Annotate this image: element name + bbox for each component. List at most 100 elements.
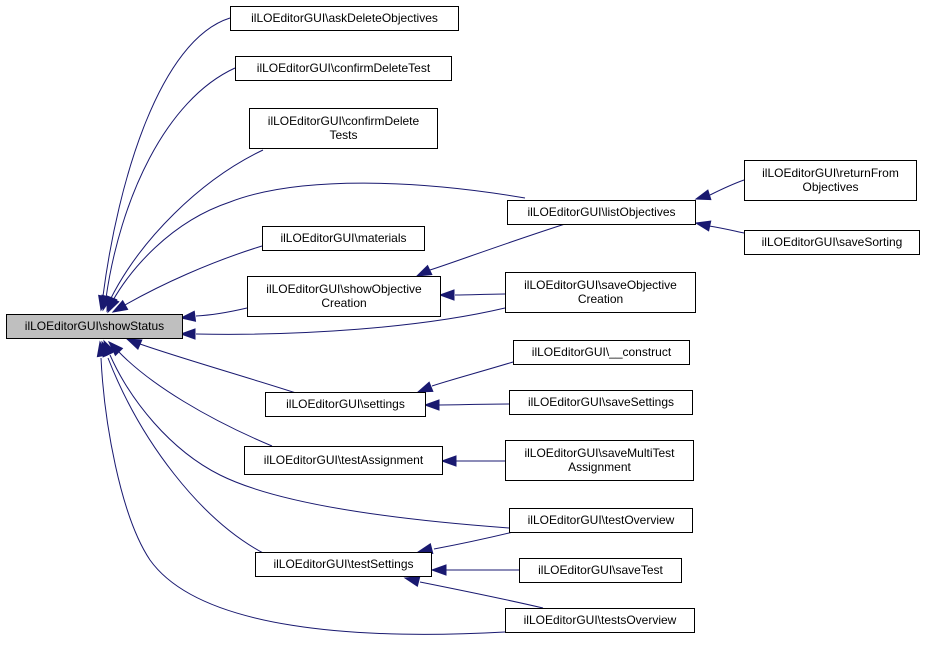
- node-box: [265, 392, 426, 417]
- node-box: [505, 440, 694, 481]
- node-label: ilLOEditorGUI\testOverview: [528, 513, 675, 527]
- node-box: [509, 508, 693, 533]
- edge-arrowhead-13: [438, 289, 455, 301]
- node-box: [235, 56, 452, 81]
- node-label: ilLOEditorGUI\saveMultiTest: [524, 446, 675, 460]
- node-box: [244, 446, 443, 475]
- edge-19: [419, 581, 544, 609]
- edge-9: [109, 354, 510, 529]
- edge-4: [124, 245, 263, 306]
- node-ask-delete-objectives[interactable]: ilLOEditorGUI\askDeleteObjectives: [230, 6, 459, 31]
- node-label: ilLOEditorGUI\listObjectives: [527, 205, 675, 219]
- edge-20: [709, 179, 745, 196]
- node-label: ilLOEditorGUI\saveSettings: [528, 395, 674, 409]
- node-confirm-delete-test[interactable]: ilLOEditorGUI\confirmDeleteTest: [235, 56, 452, 81]
- node-test-overview[interactable]: ilLOEditorGUI\testOverview: [509, 508, 693, 533]
- node-label: Creation: [578, 292, 623, 306]
- node-label: ilLOEditorGUI\settings: [286, 397, 405, 411]
- node-label: ilLOEditorGUI\testsOverview: [524, 613, 677, 627]
- node-label: Assignment: [568, 460, 631, 474]
- node-label: ilLOEditorGUI\saveSorting: [762, 235, 903, 249]
- node-label: ilLOEditorGUI\showStatus: [25, 319, 164, 333]
- edge-8: [116, 349, 273, 447]
- node-box: [744, 230, 920, 255]
- edge-1: [105, 67, 236, 299]
- node-tests-overview[interactable]: ilLOEditorGUI\testsOverview: [505, 608, 695, 633]
- node-box: [262, 226, 425, 251]
- node-label: ilLOEditorGUI\testSettings: [273, 557, 413, 571]
- node-label: Tests: [329, 128, 357, 142]
- edge-13: [454, 293, 506, 296]
- edge-arrowhead-18: [430, 564, 447, 576]
- edge-arrowhead-16: [440, 455, 457, 467]
- node-box: [247, 276, 441, 317]
- node-box: [255, 552, 432, 577]
- edge-arrowhead-5: [179, 310, 197, 322]
- edge-arrowhead-7: [125, 338, 143, 350]
- edge-arrowhead-12: [415, 264, 433, 277]
- node-label: ilLOEditorGUI\__construct: [532, 345, 672, 359]
- node-test-settings[interactable]: ilLOEditorGUI\testSettings: [255, 552, 432, 577]
- edge-5: [195, 307, 248, 317]
- node-show-status[interactable]: ilLOEditorGUI\showStatus: [6, 314, 183, 339]
- edge-2: [109, 149, 264, 301]
- node-label: ilLOEditorGUI\materials: [280, 231, 406, 245]
- edge-3: [111, 182, 526, 303]
- node-label: Creation: [321, 296, 366, 310]
- node-box: [6, 314, 183, 339]
- node-box: [230, 6, 459, 31]
- node-save-sorting[interactable]: ilLOEditorGUI\saveSorting: [744, 230, 920, 255]
- edge-14: [431, 361, 514, 387]
- edge-17: [433, 531, 514, 550]
- edge-arrowhead-19: [403, 575, 421, 588]
- node-label: ilLOEditorGUI\showObjective: [266, 282, 422, 296]
- node-materials[interactable]: ilLOEditorGUI\materials: [262, 226, 425, 251]
- edges: [96, 17, 745, 635]
- edge-arrowhead-3: [107, 296, 120, 314]
- node-box: [513, 340, 690, 365]
- edge-11: [100, 357, 506, 635]
- edge-arrowhead-6: [179, 328, 196, 340]
- edge-arrowhead-21: [694, 220, 712, 232]
- node-construct[interactable]: ilLOEditorGUI\__construct: [513, 340, 690, 365]
- edge-7: [139, 343, 297, 394]
- node-label: ilLOEditorGUI\confirmDeleteTest: [257, 61, 431, 75]
- node-label: ilLOEditorGUI\testAssignment: [264, 453, 424, 467]
- node-list-objectives[interactable]: ilLOEditorGUI\listObjectives: [507, 200, 696, 225]
- edge-arrowhead-11: [96, 340, 109, 358]
- edge-arrowhead-14: [416, 381, 434, 393]
- node-save-settings[interactable]: ilLOEditorGUI\saveSettings: [509, 390, 693, 415]
- node-box: [509, 390, 693, 415]
- node-label: ilLOEditorGUI\saveObjective: [524, 278, 677, 292]
- node-label: ilLOEditorGUI\askDeleteObjectives: [251, 11, 438, 25]
- edge-arrowhead-4: [111, 299, 129, 313]
- edge-0: [102, 17, 231, 297]
- node-box: [507, 200, 696, 225]
- node-label: Objectives: [802, 180, 858, 194]
- node-box: [505, 272, 696, 313]
- node-settings[interactable]: ilLOEditorGUI\settings: [265, 392, 426, 417]
- edge-15: [435, 403, 510, 406]
- node-box: [505, 608, 695, 633]
- node-box: [744, 160, 917, 201]
- node-label: ilLOEditorGUI\confirmDelete: [268, 114, 420, 128]
- edge-arrowhead-20: [694, 189, 712, 201]
- node-test-assignment[interactable]: ilLOEditorGUI\testAssignment: [244, 446, 443, 475]
- node-label: ilLOEditorGUI\saveTest: [538, 563, 663, 577]
- edge-arrowhead-15: [423, 399, 440, 411]
- node-label: ilLOEditorGUI\returnFrom: [762, 166, 899, 180]
- node-box: [249, 108, 438, 149]
- node-save-test[interactable]: ilLOEditorGUI\saveTest: [519, 558, 682, 583]
- edge-21: [708, 225, 745, 234]
- node-box: [519, 558, 682, 583]
- nodes: ilLOEditorGUI\showStatus ilLOEditorGUI\as…: [6, 6, 920, 633]
- edge-12: [429, 223, 566, 271]
- edge-10: [107, 357, 266, 555]
- edge-6: [195, 307, 506, 335]
